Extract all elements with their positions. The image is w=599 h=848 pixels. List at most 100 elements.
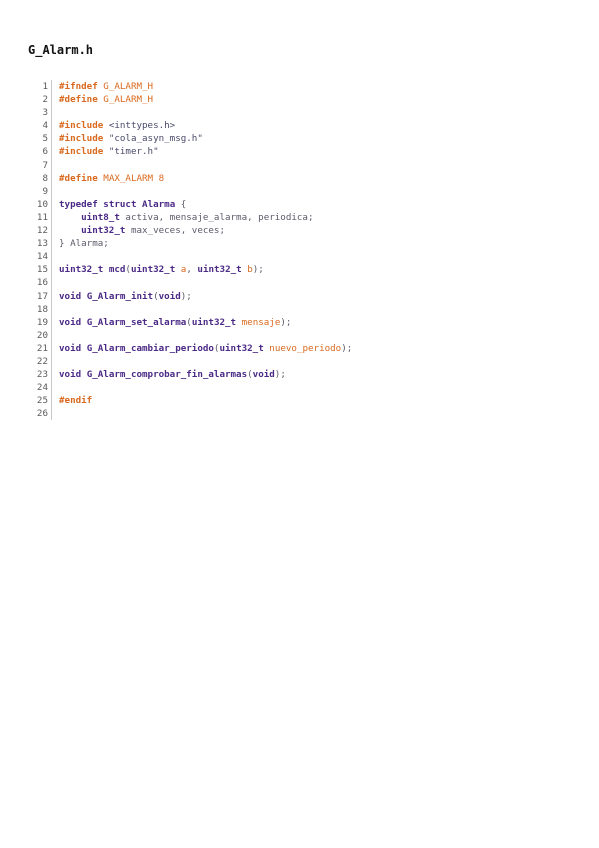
line-number: 18 <box>28 302 52 316</box>
code-line: 16 <box>28 276 352 290</box>
code-token: ( <box>186 316 192 328</box>
line-number: 20 <box>28 328 52 342</box>
code-token: activa, mensaje_alarma, periodica; <box>119 211 314 223</box>
code-text <box>52 159 59 172</box>
code-text <box>52 250 59 263</box>
code-text: } Alarma; <box>52 237 109 250</box>
line-number: 22 <box>28 354 52 369</box>
code-token: mcd <box>108 264 126 276</box>
line-number: 4 <box>28 119 52 133</box>
code-text <box>52 329 59 342</box>
code-text: #endif <box>52 394 92 407</box>
line-number: 19 <box>28 315 52 329</box>
code-token: ); <box>274 369 286 381</box>
line-number: 26 <box>28 407 52 421</box>
code-text <box>52 407 59 420</box>
line-number: 6 <box>28 145 52 159</box>
code-line: 8#define MAX_ALARM 8 <box>28 171 352 185</box>
code-text: void G_Alarm_init(void); <box>52 290 192 303</box>
line-number: 12 <box>28 224 52 238</box>
code-token: void <box>59 342 82 354</box>
code-text: void G_Alarm_cambiar_periodo(uint32_t nu… <box>52 342 352 355</box>
code-token: void <box>59 369 82 381</box>
code-text: #define G_ALARM_H <box>52 93 153 106</box>
code-token: #include <box>59 146 104 158</box>
line-number: 2 <box>28 93 52 107</box>
line-number: 16 <box>28 276 52 290</box>
code-line: 1#ifndef G_ALARM_H <box>28 80 352 94</box>
code-text: #ifndef G_ALARM_H <box>52 80 153 93</box>
code-text: uint32_t mcd(uint32_t a, uint32_t b); <box>52 263 264 276</box>
line-number: 24 <box>28 381 52 395</box>
code-token: void <box>252 369 275 381</box>
code-token: max_veces, veces; <box>125 225 225 237</box>
code-line: 18 <box>28 302 352 316</box>
code-token: void <box>59 316 82 328</box>
line-number: 8 <box>28 171 52 185</box>
code-token: G_ALARM_H <box>103 81 154 92</box>
code-line: 22 <box>28 354 352 369</box>
code-text <box>52 355 59 368</box>
line-number: 13 <box>28 237 52 251</box>
code-line: 24 <box>28 381 352 395</box>
code-text: #include "timer.h" <box>52 145 159 158</box>
code-token <box>59 225 81 236</box>
code-token: typedef <box>59 198 98 210</box>
code-token: #ifndef <box>59 81 98 92</box>
code-token: #include <box>59 120 104 132</box>
code-line: 11 uint8_t activa, mensaje_alarma, perio… <box>28 210 352 225</box>
code-line: 2#define G_ALARM_H <box>28 93 352 107</box>
code-token: <inttypes.h> <box>108 120 176 132</box>
code-text: #define MAX_ALARM 8 <box>52 172 164 185</box>
code-line: 3 <box>28 106 352 120</box>
code-text: #include "cola_asyn_msg.h" <box>52 132 203 145</box>
code-token: { <box>175 198 187 210</box>
code-token: uint32_t <box>197 264 242 276</box>
code-line: 25 #endif <box>28 394 352 408</box>
line-number: 1 <box>28 80 52 94</box>
code-token: } <box>59 238 71 250</box>
code-token: nuevo_periodo <box>269 342 342 354</box>
code-token <box>59 212 81 223</box>
file-title: G_Alarm.h <box>28 43 94 57</box>
code-token: "cola_asyn_msg.h" <box>108 133 203 145</box>
code-token: uint32_t <box>59 264 104 276</box>
code-token: void <box>59 290 82 302</box>
code-token: "timer.h" <box>108 146 159 158</box>
code-token: uint32_t <box>130 264 176 276</box>
code-token: ); <box>180 290 192 302</box>
code-token: G_Alarm_comprobar_fin_alarmas <box>86 369 248 381</box>
code-token: void <box>158 290 181 302</box>
code-token: G_ALARM_H <box>103 94 154 106</box>
code-text: void G_Alarm_set_alarma(uint32_t mensaje… <box>52 316 291 329</box>
code-line: 26 <box>28 407 352 421</box>
line-number: 17 <box>28 289 52 303</box>
line-number: 23 <box>28 368 52 382</box>
line-number: 5 <box>28 132 52 146</box>
line-number: 25 <box>28 394 52 408</box>
code-line: 20 <box>28 328 352 342</box>
code-line: 12 uint32_t max_veces, veces; <box>28 224 352 238</box>
code-token: #define <box>59 172 98 184</box>
code-text <box>52 303 59 316</box>
code-token: mensaje <box>241 316 281 328</box>
code-text: uint32_t max_veces, veces; <box>52 224 225 237</box>
line-number: 14 <box>28 250 52 264</box>
code-token: uint8_t <box>81 211 120 223</box>
code-line: 4 #include <inttypes.h> <box>28 119 352 133</box>
code-token: G_Alarm_cambiar_periodo <box>86 342 214 354</box>
code-token: ); <box>341 342 353 354</box>
code-text <box>52 106 59 119</box>
code-token: uint32_t <box>191 316 237 328</box>
code-token: ( <box>247 369 253 381</box>
code-token: b <box>247 264 253 276</box>
code-token: ); <box>252 264 264 276</box>
code-token: a <box>180 264 187 276</box>
code-token: #endif <box>59 395 93 407</box>
